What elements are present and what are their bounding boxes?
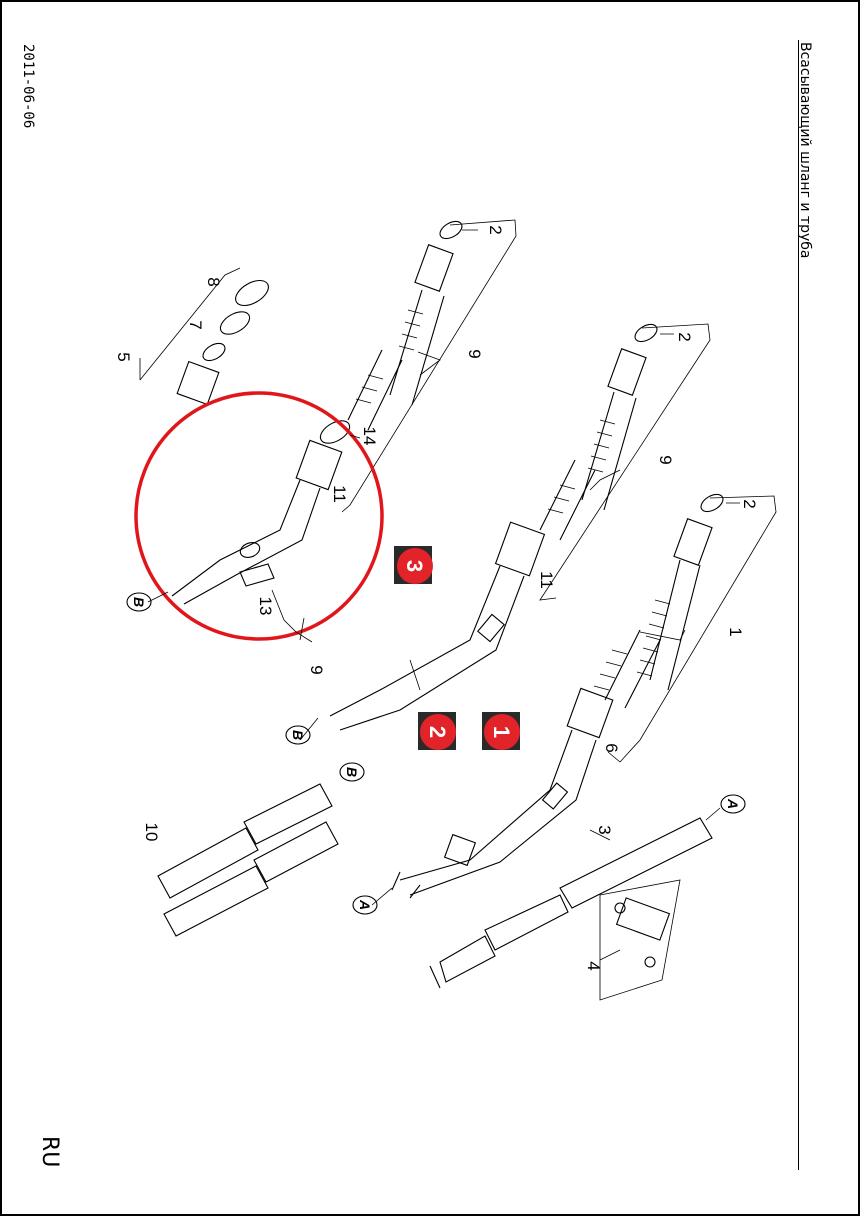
part-number-label: 9 bbox=[307, 665, 326, 674]
part-number-label: 4 bbox=[584, 961, 603, 970]
svg-text:B: B bbox=[344, 767, 360, 777]
connector-callout: B bbox=[285, 725, 311, 745]
part-number-label: 5 bbox=[114, 352, 133, 361]
part-number-label: 1 bbox=[726, 627, 745, 636]
svg-text:B: B bbox=[131, 597, 147, 607]
part-number-label: 8 bbox=[204, 277, 223, 286]
part-number-label: 6 bbox=[602, 743, 621, 752]
badge-2: 2 bbox=[418, 712, 456, 750]
highlight-circle bbox=[134, 391, 384, 641]
badge-3: 3 bbox=[394, 546, 433, 584]
hose-assembly-1 bbox=[391, 493, 777, 899]
part-number-label: 3 bbox=[595, 825, 614, 834]
svg-text:2: 2 bbox=[425, 726, 450, 738]
part-number-label: 13 bbox=[256, 597, 275, 616]
suction-tube-3 bbox=[429, 817, 713, 1001]
connector-callout: B bbox=[126, 592, 152, 612]
extension-tubes bbox=[157, 783, 339, 937]
badge-1: 1 bbox=[482, 712, 520, 750]
part-number-label: 2 bbox=[486, 225, 505, 234]
svg-text:A: A bbox=[357, 899, 373, 910]
part-number-label: 2 bbox=[740, 499, 759, 508]
svg-text:B: B bbox=[290, 730, 306, 740]
part-number-label: 14 bbox=[360, 427, 379, 446]
hose-assembly-2 bbox=[329, 323, 711, 731]
header-rule bbox=[798, 40, 799, 1170]
part-number-label: 10 bbox=[142, 823, 161, 842]
part-number-label: 7 bbox=[186, 320, 205, 329]
svg-text:3: 3 bbox=[402, 560, 427, 572]
connector-callout: A bbox=[720, 794, 746, 814]
connector-callout: B bbox=[339, 762, 365, 782]
connector-callout: A bbox=[352, 895, 378, 915]
part-number-label: 2 bbox=[675, 332, 694, 341]
accessory-parts-group bbox=[139, 267, 269, 406]
svg-text:A: A bbox=[725, 798, 741, 809]
part-number-label: 9 bbox=[656, 455, 675, 464]
part-number-label: 11 bbox=[330, 485, 349, 503]
part-number-label: 11 bbox=[537, 571, 556, 589]
hose-assembly-3 bbox=[171, 219, 517, 605]
svg-text:1: 1 bbox=[489, 726, 514, 738]
part-number-label: 9 bbox=[465, 349, 484, 358]
